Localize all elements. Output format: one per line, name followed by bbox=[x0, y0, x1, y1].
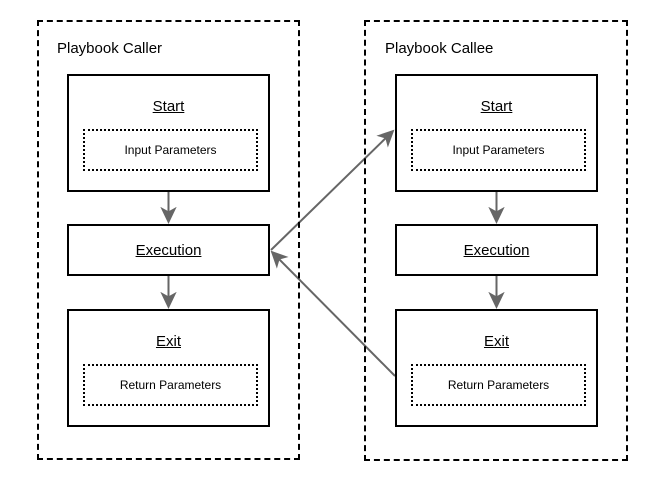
swimlane-caller-title: Playbook Caller bbox=[57, 40, 163, 57]
node-callee-exit[interactable]: Exit Return Parameters bbox=[395, 309, 598, 427]
subbox-callee-input-parameters: Input Parameters bbox=[411, 129, 586, 171]
swimlane-callee bbox=[364, 20, 628, 461]
subbox-caller-input-parameters-label: Input Parameters bbox=[124, 143, 217, 157]
node-caller-exit-title: Exit bbox=[155, 333, 181, 350]
node-caller-execution[interactable]: Execution bbox=[67, 224, 270, 276]
subbox-callee-return-parameters-label: Return Parameters bbox=[447, 378, 550, 392]
node-callee-execution[interactable]: Execution bbox=[395, 224, 598, 276]
node-callee-exit-title: Exit bbox=[483, 333, 509, 350]
swimlane-caller bbox=[37, 20, 300, 460]
subbox-caller-return-parameters-label: Return Parameters bbox=[119, 378, 222, 392]
subbox-callee-input-parameters-label: Input Parameters bbox=[452, 143, 545, 157]
swimlane-callee-title: Playbook Callee bbox=[385, 40, 494, 57]
subbox-callee-return-parameters: Return Parameters bbox=[411, 364, 586, 406]
node-caller-start[interactable]: Start Input Parameters bbox=[67, 74, 270, 192]
node-callee-start[interactable]: Start Input Parameters bbox=[395, 74, 598, 192]
subbox-caller-return-parameters: Return Parameters bbox=[83, 364, 258, 406]
node-callee-start-title: Start bbox=[480, 98, 513, 115]
node-callee-execution-title: Execution bbox=[463, 242, 530, 259]
node-caller-execution-title: Execution bbox=[135, 242, 202, 259]
node-caller-exit[interactable]: Exit Return Parameters bbox=[67, 309, 270, 427]
subbox-caller-input-parameters: Input Parameters bbox=[83, 129, 258, 171]
node-caller-start-title: Start bbox=[152, 98, 185, 115]
